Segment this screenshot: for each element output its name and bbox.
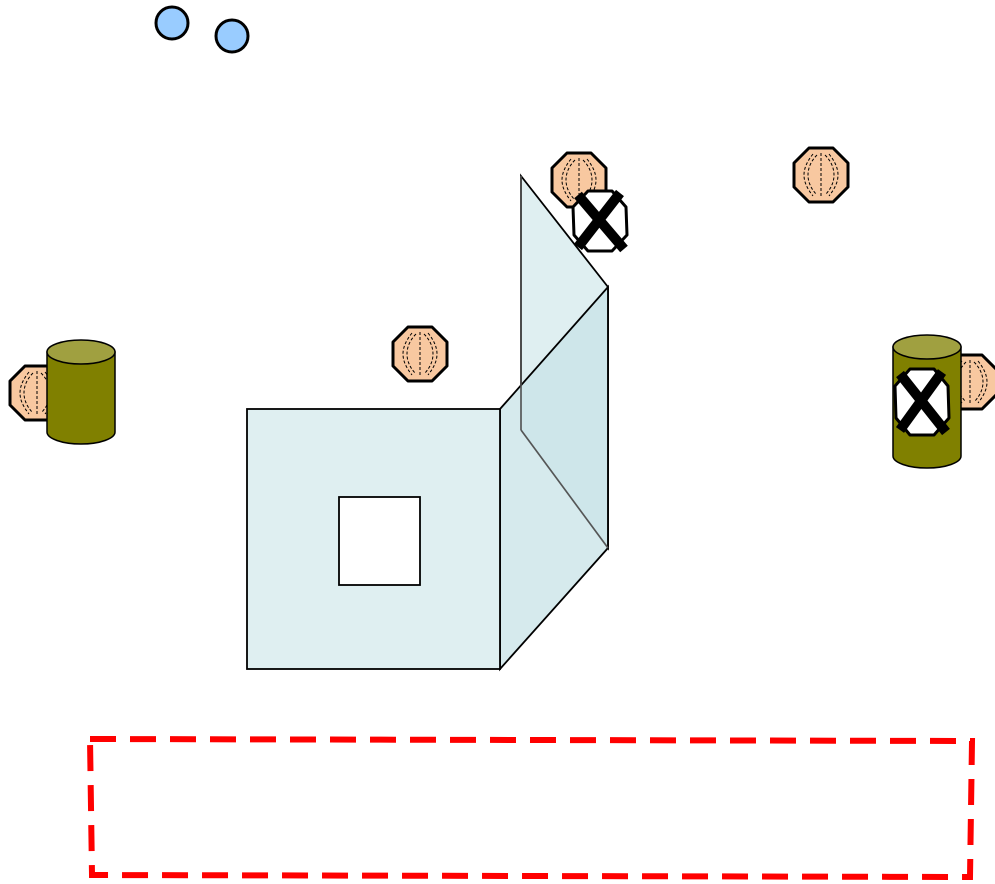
panel-window [339,497,420,585]
nut-center [393,327,447,381]
folding-panel [247,176,608,669]
ball-2 [216,20,248,52]
cup-left [47,340,115,444]
nut-crossed-right [895,369,949,435]
drop-zone-box [90,739,972,877]
ball-1 [156,7,188,39]
nut-crossed-top [573,191,627,251]
nut-right-top [794,148,848,202]
